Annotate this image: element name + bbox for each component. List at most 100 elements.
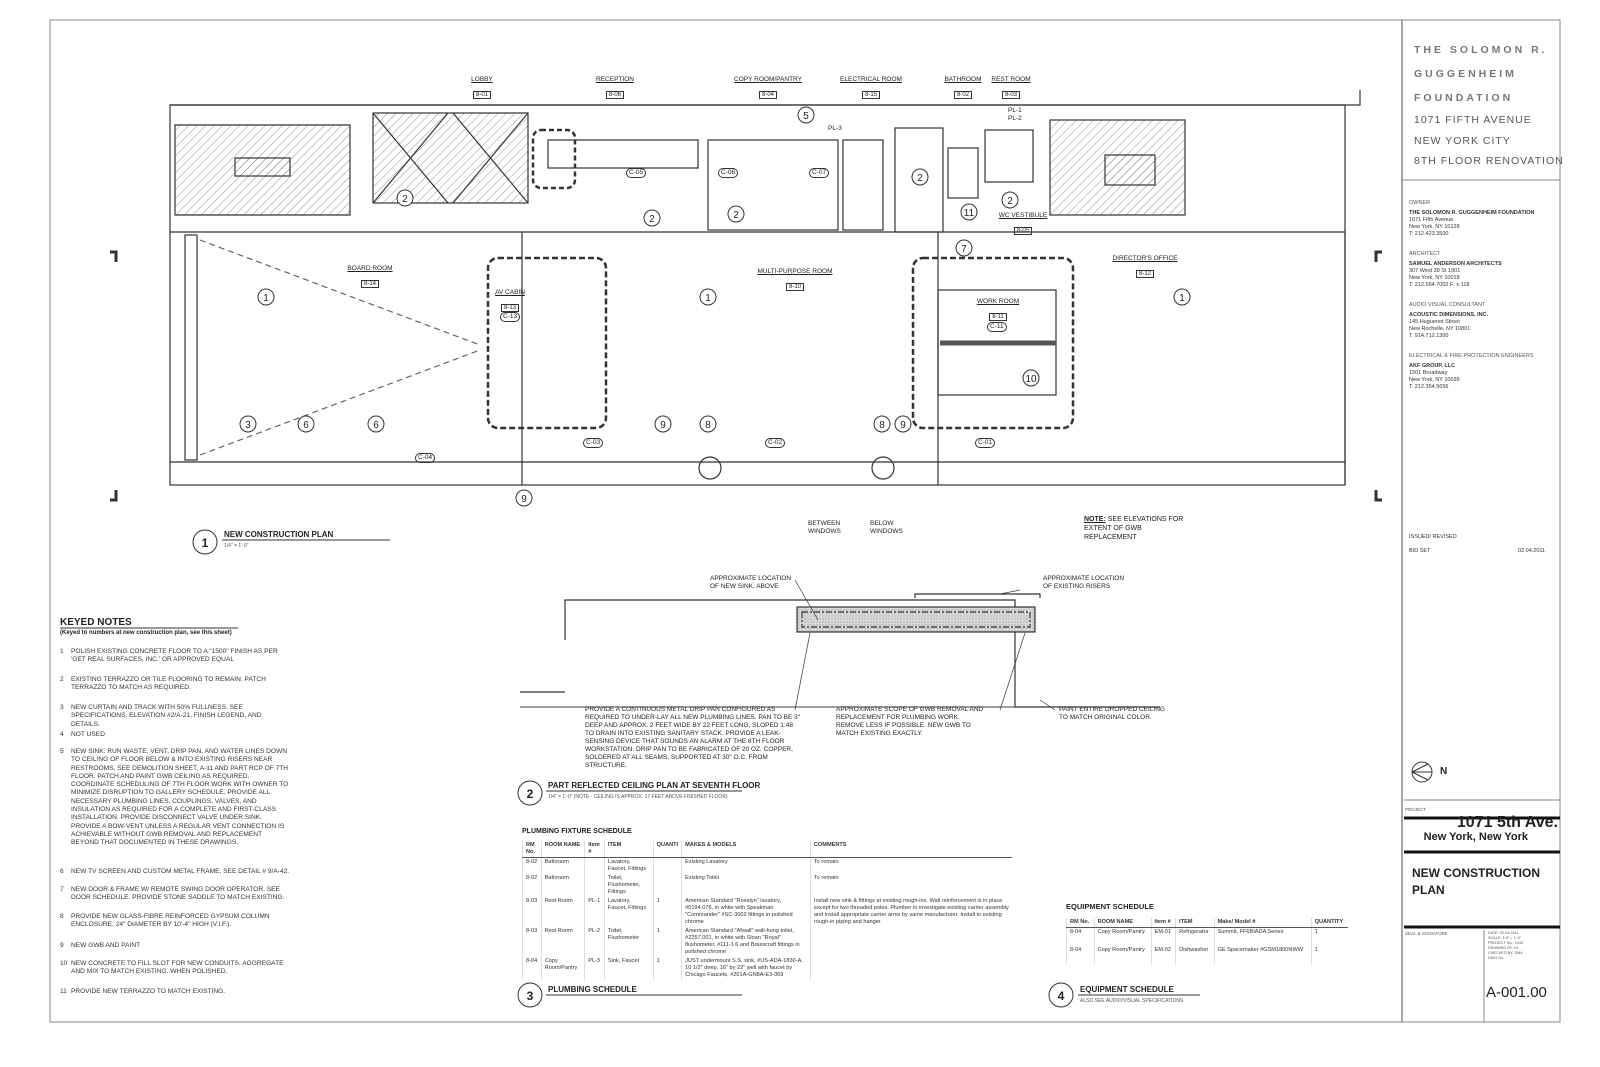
table-cell: 8-04 <box>1066 946 1095 964</box>
contact-name: SAMUEL ANDERSON ARCHITECTS <box>1409 261 1502 267</box>
table-cell: Dishwasher <box>1175 946 1215 964</box>
contact-line: T: 212.423.3500 <box>1409 231 1449 237</box>
keyed-note-number: 3 <box>60 704 64 711</box>
table-cell: PL-3 <box>584 957 605 980</box>
keyed-note-tags <box>192 106 1191 1008</box>
fixture-tag: PL-1 <box>1008 107 1022 114</box>
casework-tag: C-06 <box>718 168 739 178</box>
keyed-note-number: 11 <box>60 988 67 995</box>
table-cell: GE Spacemaker #GSM1800NWW <box>1213 946 1312 964</box>
table-cell: 1 <box>652 927 682 957</box>
org-line: GUGGENHEIM <box>1414 68 1517 80</box>
contact-role: AUDIO VISUAL CONSULTANT <box>1409 302 1486 308</box>
table-cell: 1 <box>652 897 682 927</box>
column-header: ITEM <box>1175 918 1215 928</box>
ceiling-plan <box>520 579 1160 711</box>
rcp-callout-risers: APPROXIMATE LOCATION OF EXISTING RISERS <box>1043 575 1125 590</box>
room-number: 8-15 <box>861 91 880 99</box>
table-cell: Sink, Faucet <box>603 957 654 980</box>
keyed-note-text: EXISTING TERRAZZO OR TILE FLOORING TO RE… <box>71 676 266 692</box>
fixture-tag: PL-3 <box>828 125 842 132</box>
table-cell <box>809 927 1012 957</box>
contact-name: ACOUSTIC DIMENSIONS, INC. <box>1409 312 1489 318</box>
table-cell: 8-03 <box>522 927 542 957</box>
room-name: REST ROOM <box>991 76 1031 83</box>
room-name: ELECTRICAL ROOM <box>840 76 902 83</box>
keyed-note-text: NEW CONCRETE TO FILL SLOT FOR NEW CONDUI… <box>71 960 284 976</box>
equipment-schedule-heading: EQUIPMENT SCHEDULE <box>1066 902 1154 911</box>
table-cell <box>652 874 682 897</box>
issue-name: BID SET <box>1409 548 1431 554</box>
column-header: RM No. <box>522 841 542 858</box>
equipment-schedule-subtitle: ALSO SEE AUDIO/VISUAL SPECIFICATIONS <box>1080 998 1184 1004</box>
table-cell: 8-04 <box>1066 927 1095 946</box>
room-number: 8-03 <box>1001 91 1020 99</box>
column-header: QUANTITY <box>1310 918 1348 928</box>
table-cell: American Standard "Afwall" wall-hung toi… <box>681 927 811 957</box>
table-cell: Toilet, Flushometer, Fittings <box>603 874 654 897</box>
keyed-note-number: 9 <box>60 942 64 949</box>
casework-tag: C-07 <box>809 168 830 178</box>
note-text: SEE ELEVATIONS FOR EXTENT OF GWB REPLACE… <box>1084 516 1184 541</box>
table-cell: 8-02 <box>522 857 542 874</box>
room-name: BOARD ROOM <box>347 265 393 272</box>
sheet-title: NEW CONSTRUCTION PLAN <box>1412 865 1540 899</box>
svg-text:2: 2 <box>733 210 739 221</box>
keyed-note-text: NEW CURTAIN AND TRACK WITH 50% FULLNESS.… <box>71 704 262 728</box>
keyed-note-number: 4 <box>60 731 64 738</box>
casework-tag: C-13 <box>500 312 521 322</box>
table-cell: Copy Room/Pantry <box>540 957 585 980</box>
column-header: ROOM NAME <box>1093 918 1152 928</box>
svg-text:4: 4 <box>1058 989 1065 1003</box>
table-cell: Copy Room/Pantry <box>1093 927 1152 946</box>
issued-label: ISSUED/ REVISED <box>1409 534 1457 540</box>
keyed-note-number: 1 <box>60 648 64 655</box>
svg-text:5: 5 <box>803 111 809 122</box>
room-label-electrical: ELECTRICAL ROOM 8-15 <box>838 76 904 101</box>
keyed-note-text: PROVIDE NEW GLASS-FIBRE REINFORCED GYPSU… <box>71 913 270 929</box>
room-number: 8-13 <box>500 304 519 312</box>
svg-text:10: 10 <box>1025 374 1037 385</box>
contact-role: OWNER <box>1409 200 1431 206</box>
table-cell: To remain <box>809 857 1012 874</box>
table-cell: 1 <box>652 957 682 980</box>
svg-text:1: 1 <box>1179 293 1185 304</box>
table-cell: 1 <box>1310 927 1348 946</box>
table-cell: Install new sink & fittings at existing … <box>809 897 1012 927</box>
table-cell: Rest Room <box>540 897 585 927</box>
svg-text:2: 2 <box>402 194 408 205</box>
keyed-note-number: 8 <box>60 913 64 920</box>
casework-tag: C-11 <box>987 322 1007 332</box>
keyed-notes-title: KEYED NOTES <box>60 617 132 628</box>
table-cell: Lavatory, Faucet, Fittings <box>603 897 654 927</box>
svg-text:3: 3 <box>527 989 534 1003</box>
svg-text:3: 3 <box>245 420 251 431</box>
table-cell: Bathroom <box>540 874 585 897</box>
sheet-title-line: NEW CONSTRUCTION <box>1412 866 1540 880</box>
casework-tag: C-03 <box>583 438 604 448</box>
table-cell: Bathroom <box>540 857 585 874</box>
room-number: 8-01 <box>472 91 491 99</box>
column-header: COMMENTS <box>809 841 1012 858</box>
table-cell: Existing Lavatory <box>681 857 811 874</box>
rcp-callout-sink: APPROXIMATE LOCATION OF NEW SINK, ABOVE <box>710 575 792 590</box>
svg-text:1: 1 <box>705 293 711 304</box>
column-header: Item # <box>584 841 605 858</box>
plumbing-schedule-title: PLUMBING SCHEDULE <box>548 985 637 994</box>
rcp-callout-paint: PAINT ENTIRE DROPPED CEILING TO MATCH OR… <box>1059 706 1165 721</box>
keyed-note-number: 7 <box>60 886 64 893</box>
svg-text:9: 9 <box>521 494 527 505</box>
